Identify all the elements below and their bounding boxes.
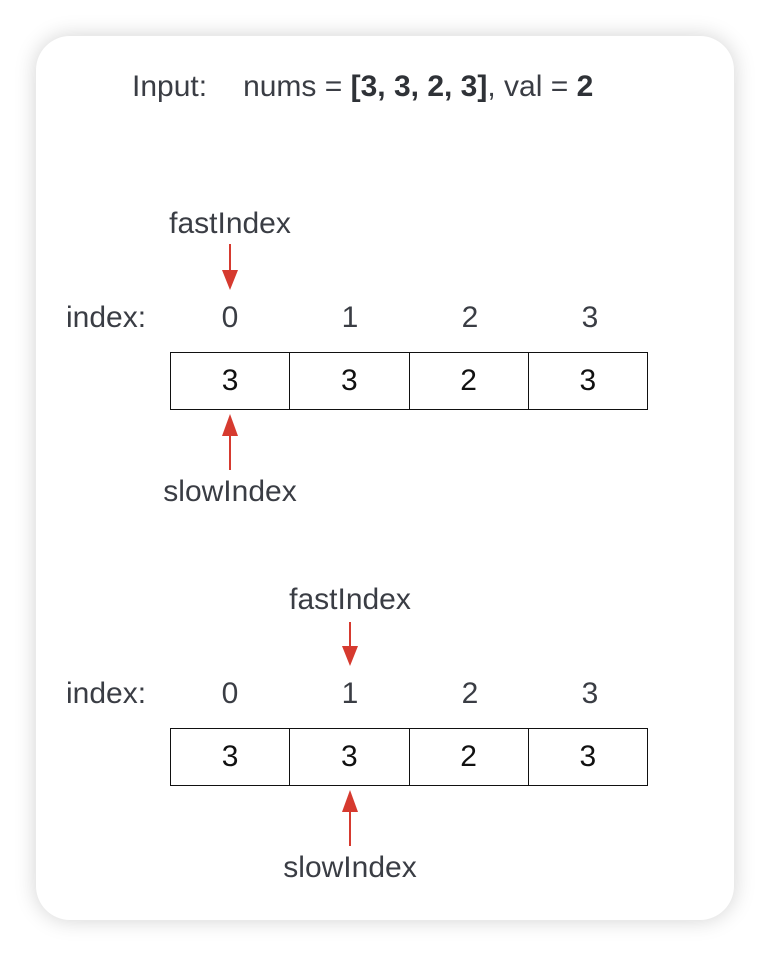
array-cells: 3 3 2 3 bbox=[170, 352, 648, 410]
nums-value: [3, 3, 2, 3] bbox=[350, 70, 488, 103]
index-1: 1 bbox=[341, 301, 359, 334]
index-label: index: bbox=[66, 301, 147, 334]
index-1: 1 bbox=[341, 677, 359, 710]
input-label: Input: bbox=[132, 70, 208, 103]
index-2: 2 bbox=[461, 677, 479, 710]
array-cell-0: 3 bbox=[171, 353, 291, 409]
val-prefix: , val = bbox=[487, 70, 577, 103]
array-cell-1: 3 bbox=[290, 353, 410, 409]
index-label: index: bbox=[66, 677, 147, 710]
fast-index-label: fastIndex bbox=[289, 583, 411, 616]
fast-index-arrow bbox=[342, 622, 358, 666]
slow-index-label: slowIndex bbox=[163, 475, 297, 508]
slow-index-arrow bbox=[222, 414, 238, 470]
array-cell-2: 2 bbox=[410, 729, 529, 785]
val-value: 2 bbox=[576, 70, 594, 103]
array-cell-3: 3 bbox=[579, 364, 597, 397]
array-cell-1: 3 bbox=[290, 729, 410, 785]
index-3: 3 bbox=[581, 677, 599, 710]
array-cell-3: 3 bbox=[579, 740, 597, 773]
input-title: Input: nums = [3, 3, 2, 3], val = 2 bbox=[132, 68, 593, 106]
array-cell-0: 3 bbox=[171, 729, 291, 785]
index-3: 3 bbox=[581, 301, 599, 334]
array-cells: 3 3 2 3 bbox=[170, 728, 648, 786]
index-0: 0 bbox=[221, 301, 239, 334]
nums-prefix: nums = bbox=[243, 70, 351, 103]
diagram-card bbox=[36, 36, 734, 920]
fast-index-label: fastIndex bbox=[169, 207, 291, 240]
array-cell-2: 2 bbox=[410, 353, 529, 409]
fast-index-arrow bbox=[222, 244, 238, 290]
slow-index-label: slowIndex bbox=[283, 851, 417, 884]
index-2: 2 bbox=[461, 301, 479, 334]
slow-index-arrow bbox=[342, 790, 358, 846]
index-0: 0 bbox=[221, 677, 239, 710]
